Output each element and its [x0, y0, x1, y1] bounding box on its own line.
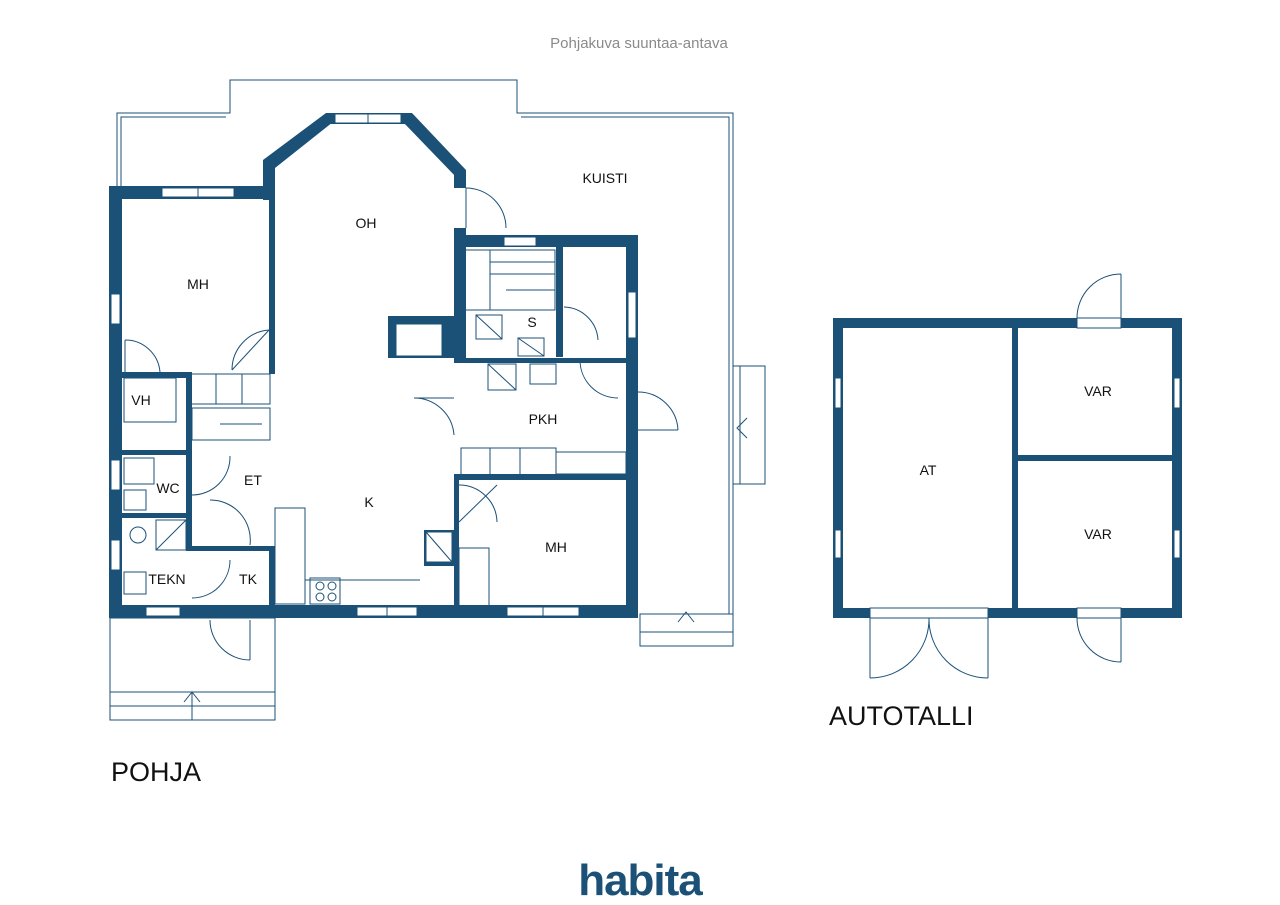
main-house: KUISTI OH MH S VH PKH ET WC K MH TEKN TK — [109, 79, 766, 721]
porch-outline — [109, 79, 766, 721]
plan-caption: Pohjakuva suuntaa-antava — [550, 35, 728, 52]
room-label-pkh: PKH — [529, 411, 558, 427]
room-label-var2: VAR — [1084, 526, 1112, 542]
room-label-k: K — [364, 494, 374, 510]
room-label-at: AT — [920, 462, 937, 478]
room-label-et: ET — [244, 472, 262, 488]
room-label-vh: VH — [131, 392, 150, 408]
room-label-tekn: TEKN — [148, 571, 185, 587]
room-label-mh2: MH — [545, 539, 567, 555]
garage: AT VAR VAR — [833, 273, 1182, 679]
section-title-pohja: POHJA — [111, 757, 201, 787]
room-label-tk: TK — [239, 571, 258, 587]
room-label-wc: WC — [156, 480, 179, 496]
interior-walls — [118, 196, 638, 610]
room-label-kuisti: KUISTI — [582, 170, 627, 186]
fixtures — [123, 249, 627, 607]
section-title-autotalli: AUTOTALLI — [829, 701, 974, 731]
room-label-mh1: MH — [187, 276, 209, 292]
room-labels: KUISTI OH MH S VH PKH ET WC K MH TEKN TK — [131, 170, 627, 587]
brand-logo: habita — [578, 856, 703, 905]
room-label-s: S — [527, 314, 536, 330]
room-label-var1: VAR — [1084, 383, 1112, 399]
exterior-walls — [109, 113, 638, 618]
room-label-oh: OH — [356, 215, 377, 231]
doors — [124, 187, 679, 661]
